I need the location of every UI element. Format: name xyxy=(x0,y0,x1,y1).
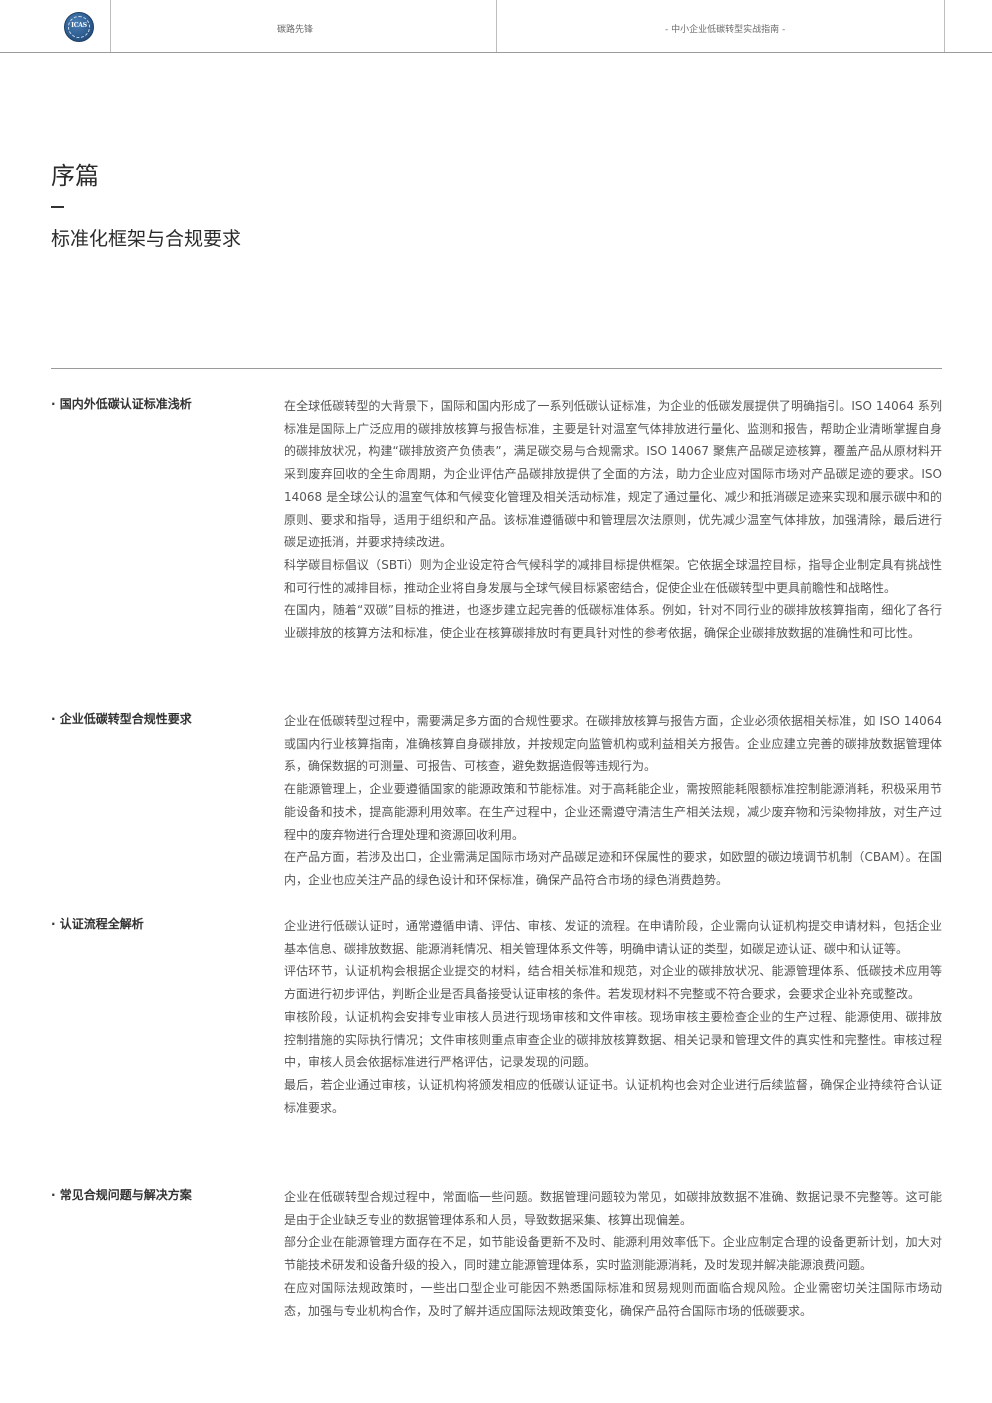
paragraph: 评估环节，认证机构会根据企业提交的材料，结合相关标准和规范，对企业的碳排放状况、… xyxy=(284,964,942,1002)
header-right-text: - 中小企业低碳转型实战指南 - xyxy=(665,25,786,35)
section-body: 企业在低碳转型过程中，需要满足多方面的合规性要求。在碳排放核算与报告方面，企业必… xyxy=(284,710,942,892)
paragraph: 在产品方面，若涉及出口，企业需满足国际市场对产品碳足迹和环保属性的要求，如欧盟的… xyxy=(284,850,942,887)
paragraph: 在全球低碳转型的大背景下，国际和国内形成了一系列低碳认证标准，为企业的低碳发展提… xyxy=(284,399,942,550)
paragraph: 科学碳目标倡议（SBTi）则为企业设定符合气候科学的减排目标提供框架。它依据全球… xyxy=(284,557,942,595)
paragraph: 在国内，随着“双碳”目标的推进，也逐步建立起完善的低碳标准体系。例如，针对不同行… xyxy=(284,603,942,641)
paragraph: 企业进行低碳认证时，通常遵循申请、评估、审核、发证的流程。在申请阶段，企业需向认… xyxy=(284,919,942,956)
title-dash xyxy=(51,206,64,208)
section-body: 企业在低碳转型合规过程中，常面临一些问题。数据管理问题较为常见，如碳排放数据不准… xyxy=(284,1186,942,1322)
section-title: · 常见合规问题与解决方案 xyxy=(51,1188,192,1202)
page-subtitle: 标准化框架与合规要求 xyxy=(51,228,242,250)
paragraph: 最后，若企业通过审核，认证机构将颁发相应的低碳认证证书。认证机构也会对企业进行后… xyxy=(284,1077,942,1115)
header-divider xyxy=(110,0,111,52)
logo-seal-ring xyxy=(68,16,90,38)
paragraph: 在应对国际法规政策时，一些出口型企业可能因不熟悉国际标准和贸易规则而面临合规风险… xyxy=(284,1280,942,1318)
section-title: · 企业低碳转型合规性要求 xyxy=(51,712,192,726)
section-title: · 国内外低碳认证标准浅析 xyxy=(51,397,192,411)
header-divider xyxy=(944,0,945,52)
header-divider xyxy=(496,0,497,52)
logo-text: ICAS xyxy=(71,22,87,29)
page-header: ICAS 碳路先锋 - 中小企业低碳转型实战指南 - xyxy=(0,0,992,53)
paragraph: 部分企业在能源管理方面存在不足，如节能设备更新不及时、能源利用效率低下。企业应制… xyxy=(284,1235,942,1273)
paragraph: 企业在低碳转型过程中，需要满足多方面的合规性要求。在碳排放核算与报告方面，企业必… xyxy=(284,714,942,774)
icas-logo: ICAS xyxy=(64,12,94,42)
section-title: · 认证流程全解析 xyxy=(51,917,144,931)
page-title: 序篇 xyxy=(51,162,99,190)
paragraph: 在能源管理上，企业要遵循国家的能源政策和节能标准。对于高耗能企业，需按照能耗限额… xyxy=(284,782,942,842)
paragraph: 审核阶段，认证机构会安排专业审核人员进行现场审核和文件审核。现场审核主要检查企业… xyxy=(284,1009,942,1070)
header-center-text: 碳路先锋 xyxy=(277,25,314,35)
section-divider xyxy=(51,368,942,369)
paragraph: 企业在低碳转型合规过程中，常面临一些问题。数据管理问题较为常见，如碳排放数据不准… xyxy=(284,1190,942,1227)
section-body: 企业进行低碳认证时，通常遵循申请、评估、审核、发证的流程。在申请阶段，企业需向认… xyxy=(284,915,942,1119)
section-body: 在全球低碳转型的大背景下，国际和国内形成了一系列低碳认证标准，为企业的低碳发展提… xyxy=(284,395,942,645)
